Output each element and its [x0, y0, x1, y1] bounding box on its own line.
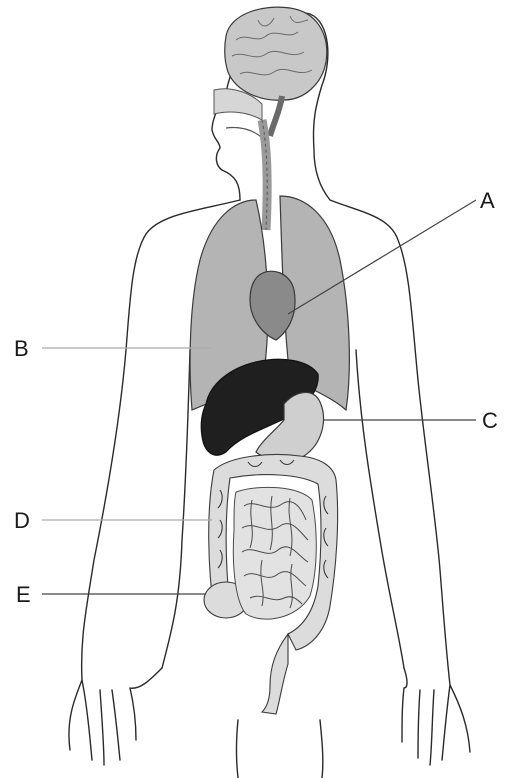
- label-e: E: [16, 582, 31, 607]
- label-c: C: [482, 408, 498, 433]
- label-b: B: [14, 336, 29, 361]
- small-intestine: [233, 487, 316, 619]
- brain: [225, 7, 327, 136]
- label-a: A: [480, 188, 495, 213]
- label-d: D: [14, 508, 30, 533]
